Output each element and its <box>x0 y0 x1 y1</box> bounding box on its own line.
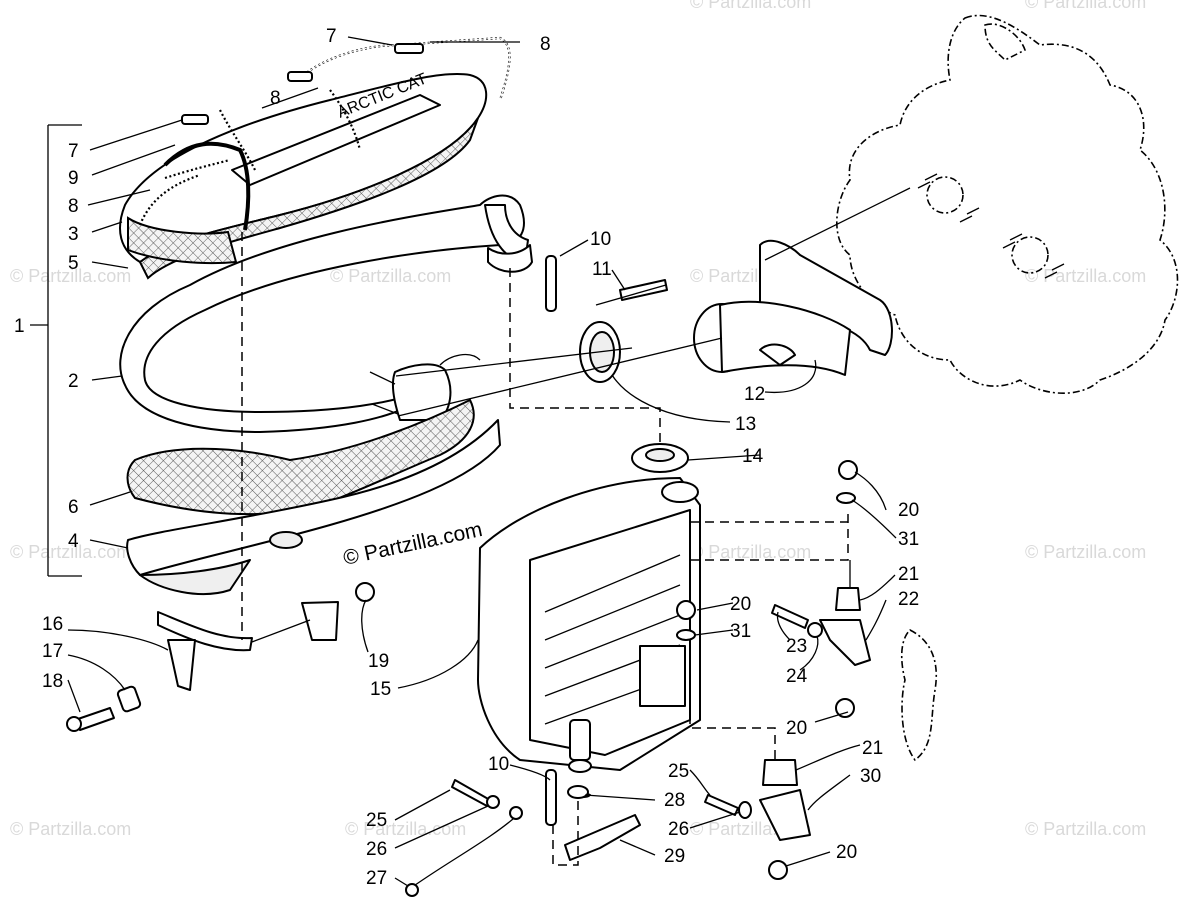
callout-20[interactable]: 20 <box>898 500 919 521</box>
watermark: © Partzilla.com <box>1025 0 1146 12</box>
callout-4[interactable]: 4 <box>68 531 79 552</box>
callout-20[interactable]: 20 <box>786 718 807 739</box>
watermark: © Partzilla.com <box>330 266 451 286</box>
callout-21[interactable]: 21 <box>862 738 883 759</box>
callout-8[interactable]: 8 <box>68 196 79 217</box>
callout-26[interactable]: 26 <box>366 839 387 860</box>
exhaust-manifold-studs <box>917 173 1065 279</box>
callout-23[interactable]: 23 <box>786 636 807 657</box>
callout-8[interactable]: 8 <box>540 34 551 55</box>
spring-icon <box>394 43 424 54</box>
callout-16[interactable]: 16 <box>42 614 63 635</box>
watermark: © Partzilla.com <box>690 0 811 12</box>
callout-8[interactable]: 8 <box>270 88 281 109</box>
callout-20[interactable]: 20 <box>836 842 857 863</box>
spring-icon <box>287 71 313 82</box>
watermark: © Partzilla.com <box>345 819 466 839</box>
callout-12[interactable]: 12 <box>744 384 765 405</box>
callout-2[interactable]: 2 <box>68 371 79 392</box>
muffler-box <box>477 477 701 773</box>
callout-7[interactable]: 7 <box>68 141 79 162</box>
callout-3[interactable]: 3 <box>68 224 79 245</box>
callout-29[interactable]: 29 <box>664 846 685 867</box>
assembly-lines <box>241 187 911 866</box>
spring-icon <box>181 114 209 125</box>
watermark: © Partzilla.com <box>10 542 131 562</box>
callout-14[interactable]: 14 <box>742 446 764 467</box>
watermark: © Partzilla.com <box>10 266 131 286</box>
watermark: © Partzilla.com <box>10 819 131 839</box>
callout-20[interactable]: 20 <box>730 594 751 615</box>
callout-27[interactable]: 27 <box>366 868 387 889</box>
callout-labels: 1 2 3 4 5 6 7 7 8 8 8 9 10 10 11 12 13 1… <box>14 26 919 889</box>
callout-10[interactable]: 10 <box>488 754 509 775</box>
mount-bracket <box>66 582 375 732</box>
mount-hardware <box>405 255 871 897</box>
callout-21[interactable]: 21 <box>898 564 919 585</box>
callout-15[interactable]: 15 <box>370 679 391 700</box>
springs-and-chains <box>138 36 511 231</box>
frame-fragment <box>900 629 937 762</box>
callout-13[interactable]: 13 <box>735 414 756 435</box>
partzilla-watermark: © Partzilla.com <box>341 518 484 570</box>
leader-lines <box>30 36 897 887</box>
callout-1[interactable]: 1 <box>14 316 25 337</box>
callout-19[interactable]: 19 <box>368 651 389 672</box>
watermark: © Partzilla.com <box>1025 542 1146 562</box>
watermark: © Partzilla.com <box>690 542 811 562</box>
watermark: © Partzilla.com <box>1025 819 1146 839</box>
callout-25[interactable]: 25 <box>366 810 387 831</box>
callout-31[interactable]: 31 <box>898 529 919 550</box>
callout-10[interactable]: 10 <box>590 229 611 250</box>
callout-25[interactable]: 25 <box>668 761 689 782</box>
callout-6[interactable]: 6 <box>68 497 79 518</box>
callout-26[interactable]: 26 <box>668 819 689 840</box>
callout-30[interactable]: 30 <box>860 766 881 787</box>
callout-18[interactable]: 18 <box>42 671 63 692</box>
lower-heat-shield <box>126 398 501 596</box>
gasket <box>631 443 689 473</box>
callout-5[interactable]: 5 <box>68 253 79 274</box>
upper-heat-shield: ARCTIC CAT <box>119 70 488 280</box>
callout-9[interactable]: 9 <box>68 168 79 189</box>
watermark: © Partzilla.com <box>1025 266 1146 286</box>
callout-24[interactable]: 24 <box>786 666 808 687</box>
callout-17[interactable]: 17 <box>42 641 63 662</box>
callout-28[interactable]: 28 <box>664 790 685 811</box>
callout-31[interactable]: 31 <box>730 621 751 642</box>
callout-7[interactable]: 7 <box>326 26 337 47</box>
callout-11[interactable]: 11 <box>592 259 612 280</box>
expansion-chamber <box>119 194 533 433</box>
engine-outline <box>836 14 1179 394</box>
callout-22[interactable]: 22 <box>898 589 919 610</box>
